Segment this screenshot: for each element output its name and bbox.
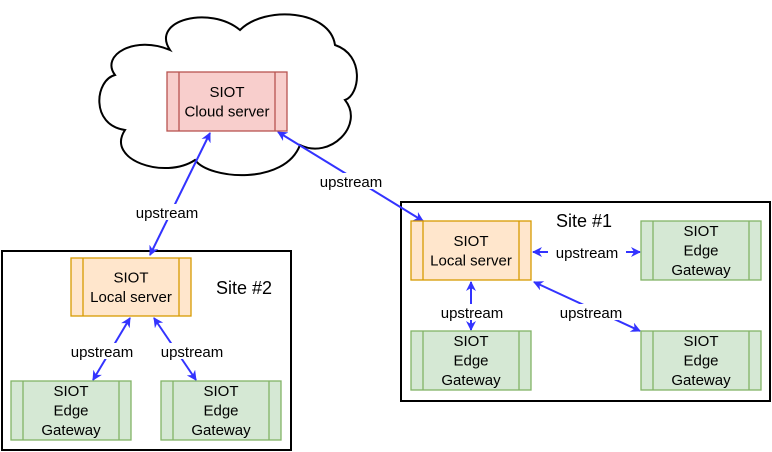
- connector-label-background: [312, 173, 390, 189]
- node-label-line: Edge: [53, 403, 88, 420]
- node-label-line: Edge: [683, 353, 718, 370]
- node-label-line: SIOT: [683, 333, 718, 350]
- connector-label-background: [63, 343, 141, 359]
- node-label-line: Gateway: [441, 372, 501, 389]
- node-label-line: Gateway: [671, 372, 731, 389]
- upstream-label: upstream: [136, 205, 199, 222]
- connector-label-background: [552, 304, 630, 320]
- connector-label-background: [433, 304, 511, 320]
- node-label-line: Gateway: [671, 262, 731, 279]
- site-1-label: Site #1: [556, 211, 612, 231]
- upstream-label: upstream: [320, 174, 383, 191]
- node-label-line: SIOT: [683, 223, 718, 240]
- upstream-label: upstream: [71, 344, 134, 361]
- site-2-boundary: [1, 250, 292, 451]
- node-label-line: Local server: [90, 289, 172, 306]
- node-label-line: Gateway: [191, 422, 251, 439]
- connector-label-background: [548, 244, 626, 260]
- node-label-line: SIOT: [453, 233, 488, 250]
- node-label-line: Edge: [683, 243, 718, 260]
- upstream-label: upstream: [441, 305, 504, 322]
- node-label-line: SIOT: [203, 383, 238, 400]
- site-1-boundary: [400, 201, 771, 402]
- cloud-server-node: SIOT Cloud server: [166, 71, 288, 132]
- node-label-line: Edge: [453, 353, 488, 370]
- site1-local-server-node: SIOT Local server: [410, 220, 532, 281]
- node-label-line: SIOT: [113, 269, 148, 286]
- site-2-label: Site #2: [216, 278, 272, 298]
- upstream-label: upstream: [556, 245, 619, 262]
- node-label-line: Gateway: [41, 422, 101, 439]
- node-label-line: SIOT: [453, 333, 488, 350]
- connector-label-background: [153, 343, 231, 359]
- node-label-line: Local server: [430, 252, 512, 269]
- site2-local-server-node: SIOT Local server: [70, 257, 192, 317]
- node-label-line: Edge: [203, 403, 238, 420]
- upstream-connector: [149, 132, 211, 256]
- node-label-line: SIOT: [209, 84, 244, 101]
- node-label-line: Cloud server: [184, 103, 269, 120]
- connector-label-background: [128, 204, 206, 220]
- upstream-label: upstream: [161, 344, 224, 361]
- upstream-label: upstream: [560, 305, 623, 322]
- node-label-line: SIOT: [53, 383, 88, 400]
